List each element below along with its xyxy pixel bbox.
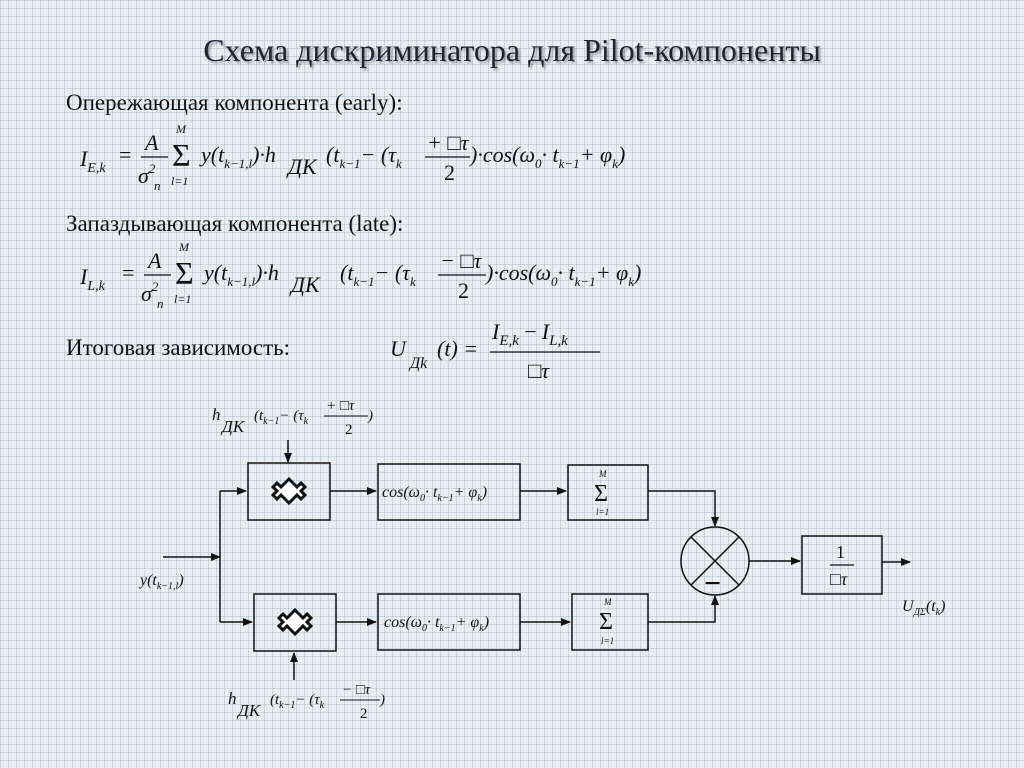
svg-text:n: n (154, 178, 161, 193)
top-sum-block (567, 464, 649, 521)
formula-early: IE,k = A σ2 n M Σ l=1 y(tk−1,l)·h ДК (tk… (79, 122, 625, 193)
svg-text:σ2: σ2 (141, 279, 159, 306)
top-cos-text: cos(ω0· tk−1+ φk) (382, 484, 487, 504)
svg-text:y(tk−1,l)·h: y(tk−1,l)·h (199, 142, 276, 171)
top-multiplier-icon (270, 476, 308, 506)
svg-text:IE,k−IL,k: IE,k−IL,k (491, 319, 568, 349)
bottom-sum-symbol: Σ (599, 609, 613, 635)
output-label: UДΣ(tk) (902, 598, 945, 618)
svg-text:□τ: □τ (528, 358, 550, 383)
svg-text:)·cos(ω0· tk−1+ φk): )·cos(ω0· tk−1+ φk) (468, 142, 625, 171)
svg-text:(tk−1− (τk: (tk−1− (τk (270, 692, 325, 711)
formula-early-numerator: A (143, 130, 159, 155)
svg-text:h: h (212, 405, 221, 424)
svg-text:+ □τ: + □τ (427, 130, 470, 155)
svg-text:IE,k: IE,k (79, 146, 106, 176)
svg-text:− □τ: − □τ (342, 682, 371, 698)
formula-late: IL,k = A σ2 n M Σ l=1 y(tk−1,l)·h ДК (tk… (79, 240, 641, 311)
svg-text:l=1: l=1 (596, 507, 609, 517)
svg-text:M: M (598, 469, 607, 479)
svg-text:(tk−1− (τk: (tk−1− (τk (326, 142, 402, 171)
svg-text:n: n (157, 296, 164, 311)
svg-text:(tk−1− (τk: (tk−1− (τk (254, 408, 309, 427)
svg-text:σ2: σ2 (138, 161, 156, 188)
early-label: Опережающая компонента (early): (66, 90, 403, 115)
gain-block (801, 535, 883, 595)
svg-text:Дk: Дk (408, 355, 428, 372)
svg-text:M: M (175, 122, 187, 136)
formula-result: U Дk (t) = IE,k−IL,k □τ (390, 319, 600, 383)
bottom-cos-text: cos(ω0· tk−1+ φk) (384, 614, 489, 634)
top-ref-label: h ДК (tk−1− (τk + □τ 2 ) (212, 398, 373, 438)
svg-text:U: U (390, 336, 408, 361)
formula-early-lhs: I (79, 146, 89, 171)
svg-text:(tk−1− (τk: (tk−1− (τk (340, 260, 416, 289)
combiner-minus: − (704, 567, 721, 600)
svg-text:y(tk−1,l)·h: y(tk−1,l)·h (202, 260, 279, 289)
svg-text:2: 2 (444, 160, 455, 185)
svg-text:): ) (367, 408, 373, 424)
late-label: Запаздывающая компонента (late): (66, 211, 404, 236)
block-diagram (163, 440, 911, 680)
top-sum-symbol: Σ (594, 481, 608, 507)
svg-text:M: M (603, 597, 612, 607)
svg-text:l=1: l=1 (601, 636, 614, 646)
svg-text:=: = (122, 260, 134, 285)
gain-denominator: □τ (830, 569, 848, 589)
page-title: Схема дискриминатора для Pilot-компонент… (203, 32, 821, 68)
top-cos-block (377, 463, 521, 521)
bottom-ref-label: h ДК (tk−1− (τk − □τ 2 ) (228, 682, 385, 722)
svg-text:l=1: l=1 (174, 292, 191, 306)
svg-text:): ) (379, 692, 385, 708)
svg-text:M: M (178, 240, 190, 254)
svg-text:=: = (119, 142, 131, 167)
svg-text:IL,k: IL,k (79, 264, 106, 294)
svg-text:(t) =: (t) = (437, 336, 478, 361)
formula-early-sum: Σ (172, 137, 191, 173)
svg-text:ДК: ДК (220, 417, 246, 436)
svg-text:2: 2 (360, 706, 368, 722)
bottom-multiplier-icon (276, 607, 314, 637)
svg-text:h: h (228, 689, 237, 708)
svg-text:A: A (146, 248, 162, 273)
result-label: Итоговая зависимость: (66, 335, 291, 360)
svg-text:ДК: ДК (286, 154, 318, 179)
svg-text:l=1: l=1 (171, 174, 188, 188)
gain-numerator: 1 (836, 542, 845, 562)
svg-text:ДК: ДК (236, 701, 262, 720)
svg-text:2: 2 (345, 422, 353, 438)
svg-text:− □τ: − □τ (440, 248, 483, 273)
svg-text:)·cos(ω0· tk−1+ φk): )·cos(ω0· tk−1+ φk) (484, 260, 641, 289)
input-label: y(tk−1,l) (138, 572, 184, 592)
svg-text:2: 2 (458, 278, 469, 303)
svg-text:+ □τ: + □τ (326, 398, 355, 414)
svg-text:ДК: ДК (289, 272, 321, 297)
formula-late-lhs: I (79, 264, 89, 289)
formula-late-sum: Σ (175, 255, 194, 291)
